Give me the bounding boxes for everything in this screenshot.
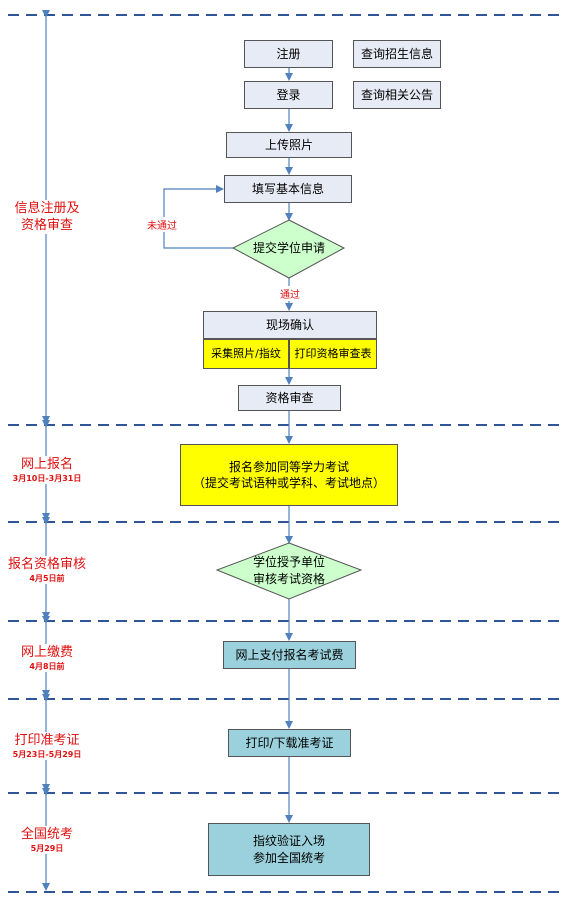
stage-date: 4月8日前 <box>29 662 65 671</box>
submit-degree-label: 提交学位申请 <box>252 240 325 255</box>
stage-registration: 信息注册及 资格审查 <box>0 200 94 234</box>
stage-title: 全国统考 <box>20 827 73 842</box>
stage-title: 网上报名 <box>20 457 73 472</box>
not-passed-label: 未通过 <box>146 217 178 232</box>
login-box: 登录 <box>244 81 333 109</box>
fingerprint-entry-box: 指纹验证入场 参加全国统考 <box>208 823 370 876</box>
review-decision-diamond <box>215 542 363 600</box>
exam-register-box: 报名参加同等学力考试 （提交考试语种或学科、考试地点） <box>180 444 398 506</box>
query-admission-box: 查询招生信息 <box>353 40 441 68</box>
stage-title: 信息注册及 资格审查 <box>14 201 80 233</box>
print-ticket-box: 打印/下载准考证 <box>228 729 351 757</box>
stage-date: 5月29日 <box>30 844 64 853</box>
stage-payment: 网上缴费 4月8日前 <box>0 644 94 672</box>
stage-date: 4月5日前 <box>29 574 65 583</box>
degree-review-label: 学位授予单位 审核考试资格 <box>252 555 325 586</box>
stage-print-ticket: 打印准考证 5月23日-5月29日 <box>0 732 94 760</box>
stage-title: 网上缴费 <box>20 645 73 660</box>
pay-fee-box: 网上支付报名考试费 <box>223 641 356 669</box>
register-box: 注册 <box>244 40 333 68</box>
qualification-review-box: 资格审查 <box>238 385 341 411</box>
stage-national-exam: 全国统考 5月29日 <box>0 826 94 854</box>
stage-date: 3月10日-3月31日 <box>12 474 82 483</box>
stage-separators <box>8 14 563 893</box>
stage-title: 报名资格审核 <box>7 557 86 572</box>
stage-date: 5月23日-5月29日 <box>12 750 82 759</box>
submit-decision-diamond <box>231 219 346 279</box>
passed-label: 通过 <box>279 286 301 301</box>
onsite-confirm-box: 现场确认 <box>203 311 377 339</box>
upload-photo-box: 上传照片 <box>226 132 352 158</box>
print-review-box: 打印资格审查表 <box>289 339 377 369</box>
stage-online-signup: 网上报名 3月10日-3月31日 <box>0 456 94 484</box>
stage-eligibility-review: 报名资格审核 4月5日前 <box>0 556 94 584</box>
stage-title: 打印准考证 <box>14 733 80 748</box>
collect-photo-box: 采集照片/指纹 <box>203 339 289 369</box>
query-notice-box: 查询相关公告 <box>353 81 441 109</box>
fill-info-box: 填写基本信息 <box>224 175 352 203</box>
